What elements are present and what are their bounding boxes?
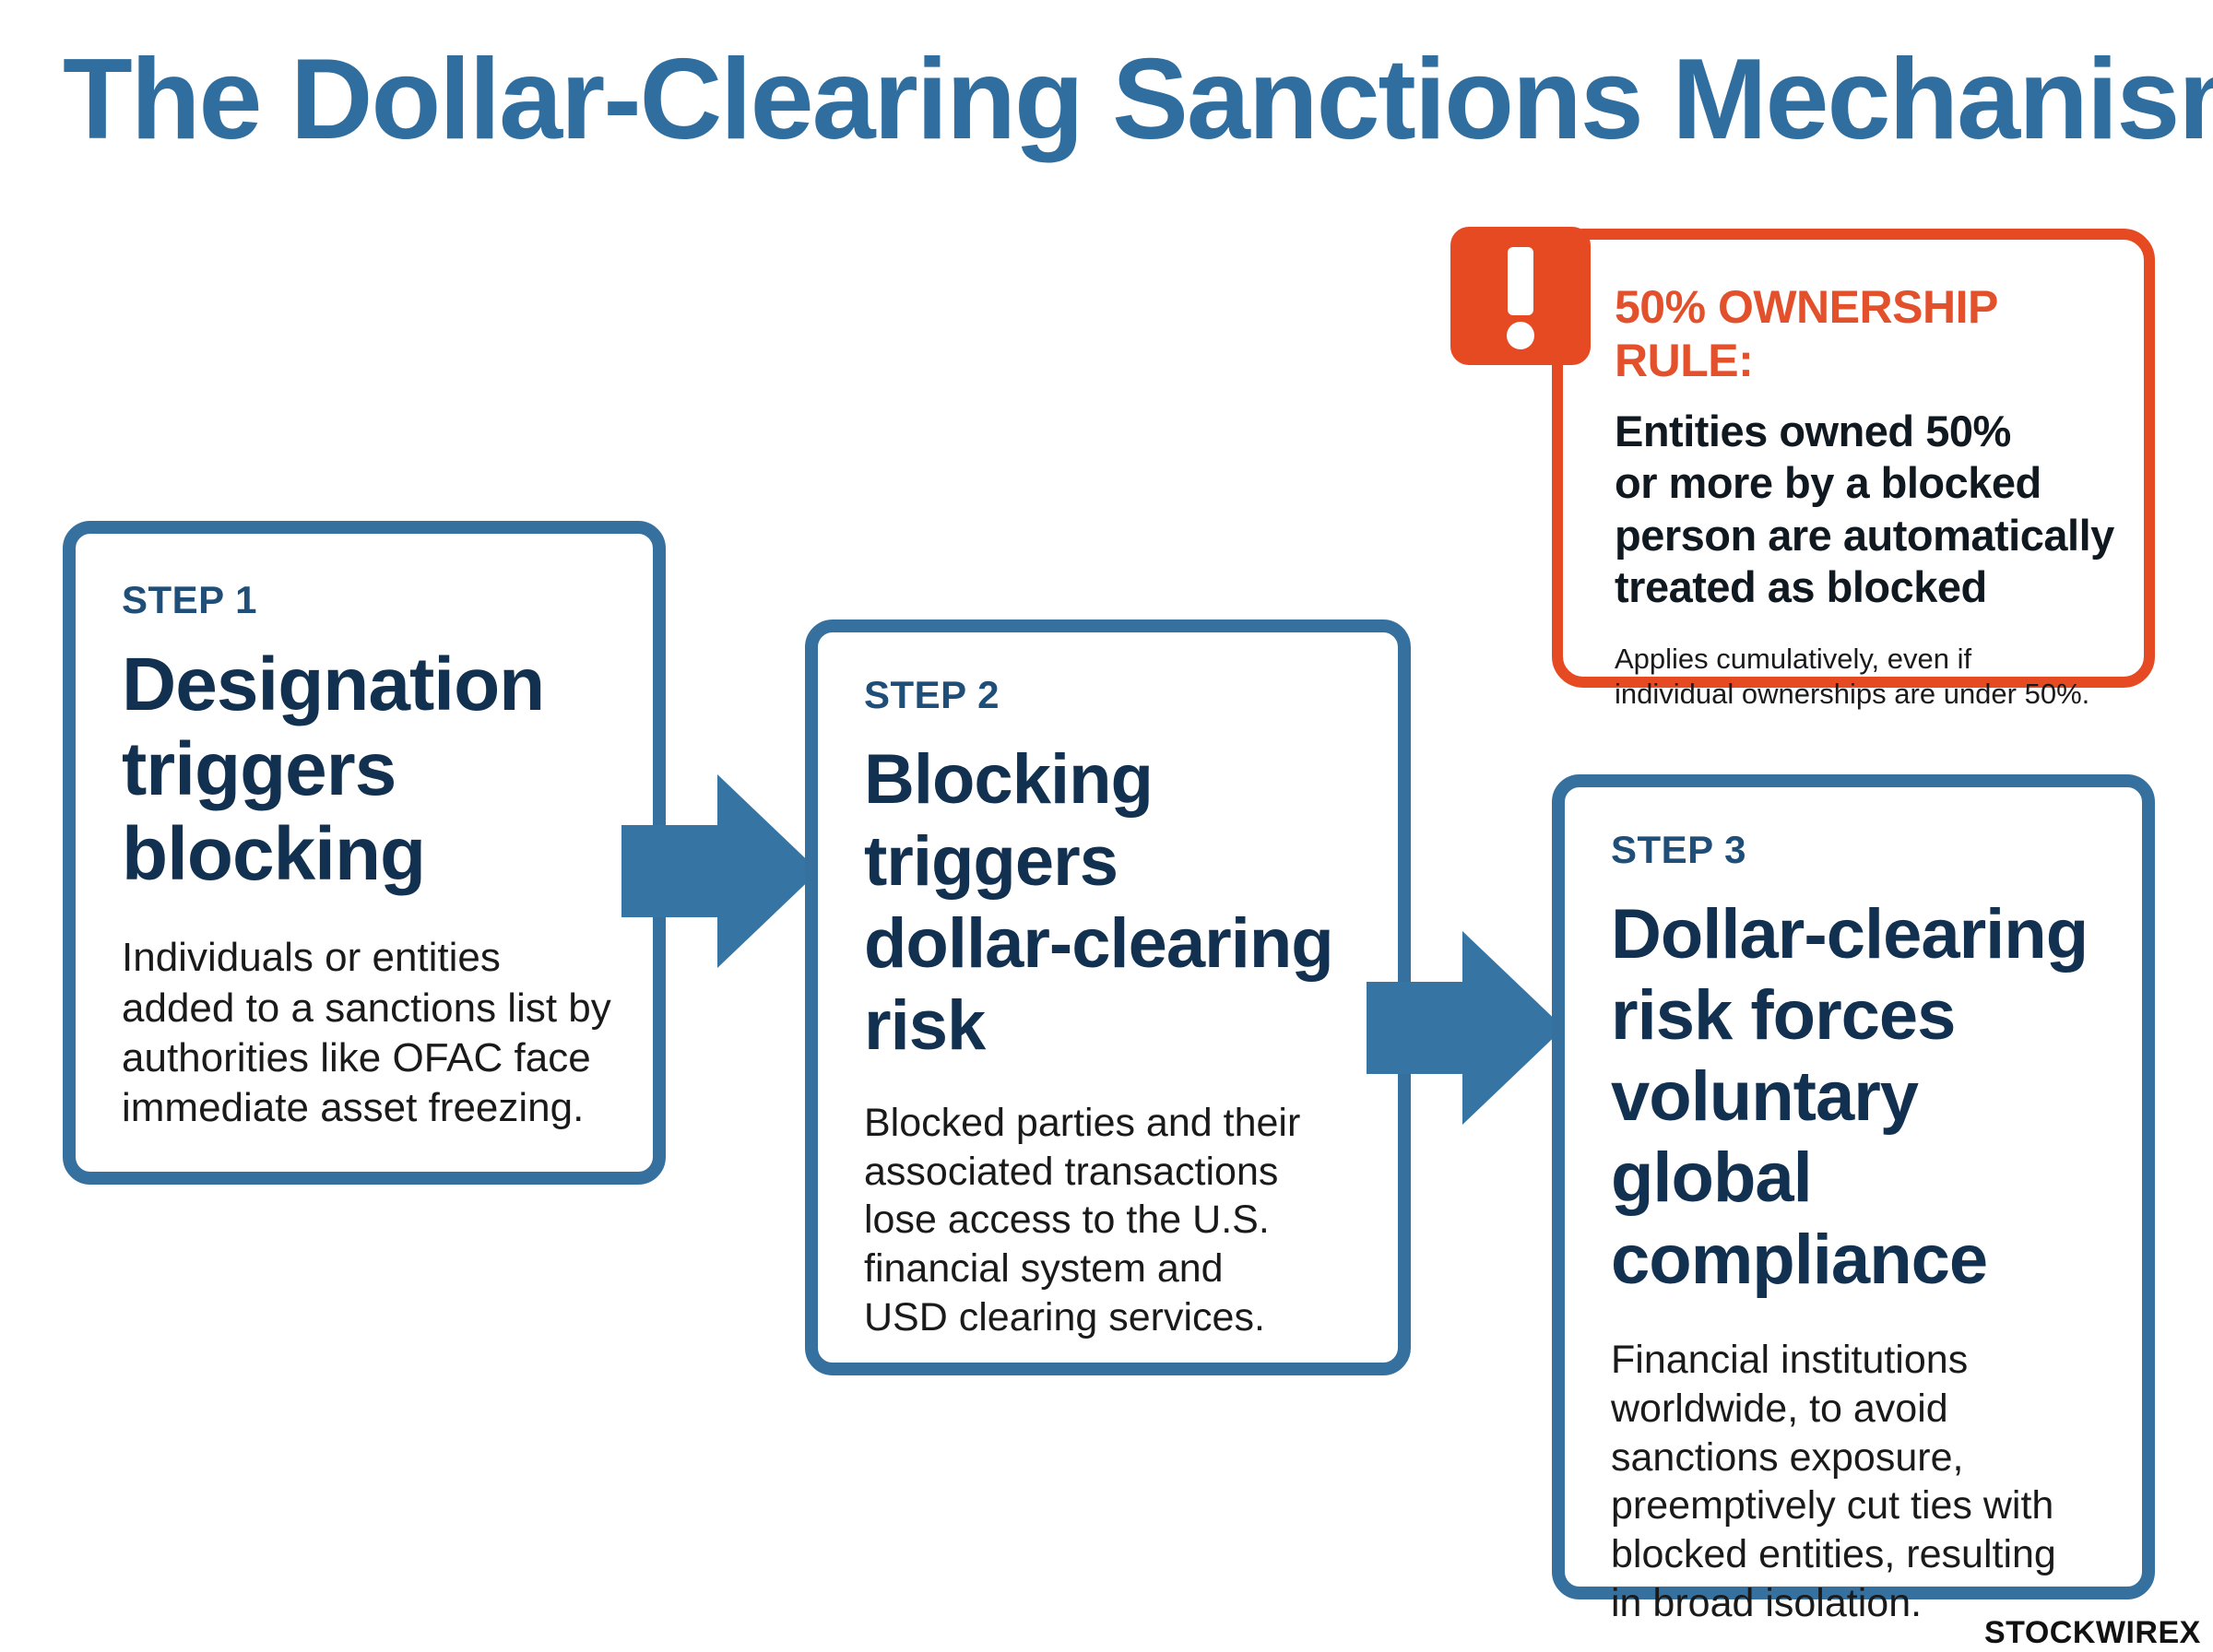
step-heading-line: voluntary global — [1611, 1057, 1919, 1218]
step-1-card: STEP 1 Designation triggers blocking Ind… — [63, 521, 666, 1185]
step-description: Blocked parties and their associated tra… — [864, 1099, 1361, 1342]
arrow-right-icon — [1367, 931, 1569, 1129]
step-heading-line: blocking — [122, 811, 426, 896]
brand-logo: STOCKWIREX — [1984, 1615, 2201, 1651]
step-description: Financial institutions worldwide, to avo… — [1611, 1336, 2109, 1628]
step-heading-line: Designation — [122, 643, 545, 726]
step-heading-line: risk — [864, 985, 986, 1065]
step-description-line: Individuals or entities — [122, 935, 501, 981]
rule-body-line: or more by a blocked — [1615, 458, 2041, 508]
step-label: STEP 3 — [1611, 828, 1746, 871]
step-description-line: sanctions exposure, — [1611, 1434, 1964, 1480]
step-heading-line: triggers — [864, 821, 1118, 901]
step-label: STEP 1 — [122, 578, 257, 621]
step-description-line: in broad isolation. — [1611, 1581, 1923, 1626]
exclamation-icon — [1450, 227, 1591, 365]
step-description-line: associated transactions — [864, 1149, 1279, 1194]
step-description-line: financial system and — [864, 1246, 1224, 1292]
step-description-line: lose access to the U.S. — [864, 1198, 1270, 1243]
step-3-card: STEP 3 Dollar-clearing risk forces volun… — [1552, 774, 2155, 1625]
step-description-line: blocked entities, resulting — [1611, 1532, 2056, 1577]
rule-body-line: treated as blocked — [1615, 562, 1987, 612]
step-heading-line: risk forces — [1611, 976, 1956, 1056]
step-description-line: worldwide, to avoid — [1611, 1386, 1948, 1431]
step-description-line: Financial institutions — [1611, 1337, 1969, 1382]
rule-body-line: Entities owned 50% — [1615, 407, 2011, 455]
ownership-rule-callout: 50% OWNERSHIP RULE: Entities owned 50% o… — [1552, 229, 2155, 710]
step-description-line: authorities like OFAC face — [122, 1034, 591, 1080]
step-description-line: immediate asset freezing. — [122, 1084, 585, 1130]
page-title: The Dollar-Clearing Sanctions Mechanism — [63, 36, 2213, 163]
rule-body-line: person are automatically — [1615, 510, 2114, 560]
step-heading-line: Blocking — [864, 740, 1154, 819]
rule-note-line: Applies cumulatively, even if — [1615, 642, 1972, 675]
step-heading-line: dollar-clearing — [864, 903, 1334, 983]
step-description-line: Blocked parties and their — [864, 1100, 1301, 1145]
rule-title: 50% OWNERSHIP RULE: — [1615, 281, 1997, 386]
step-heading: Designation triggers blocking — [122, 643, 616, 896]
step-heading-line: Dollar-clearing — [1611, 895, 2089, 974]
step-description-line: USD clearing services. — [864, 1295, 1265, 1340]
step-heading: Blocking triggers dollar-clearing risk — [864, 739, 1361, 1068]
brand-mark: X — [2179, 1615, 2201, 1650]
step-heading: Dollar-clearing risk forces voluntary gl… — [1611, 894, 2109, 1301]
step-heading-line: compliance — [1611, 1220, 1988, 1299]
brand-name: STOCKWIRE — [1984, 1615, 2180, 1650]
step-heading-line: triggers — [122, 726, 396, 811]
step-description-line: preemptively cut ties with — [1611, 1483, 2054, 1528]
rule-note-line: individual ownerships are under 50%. — [1615, 678, 2090, 711]
step-2-card: STEP 2 Blocking triggers dollar-clearing… — [805, 620, 1411, 1375]
step-description-line: added to a sanctions list by — [122, 985, 611, 1031]
step-description: Individuals or entities added to a sanct… — [122, 933, 616, 1132]
step-label: STEP 2 — [864, 673, 1000, 716]
arrow-right-icon — [621, 774, 824, 973]
rule-note: Applies cumulatively, even if individual… — [1615, 642, 2116, 714]
rule-body: Entities owned 50% or more by a blocked … — [1615, 406, 2116, 614]
